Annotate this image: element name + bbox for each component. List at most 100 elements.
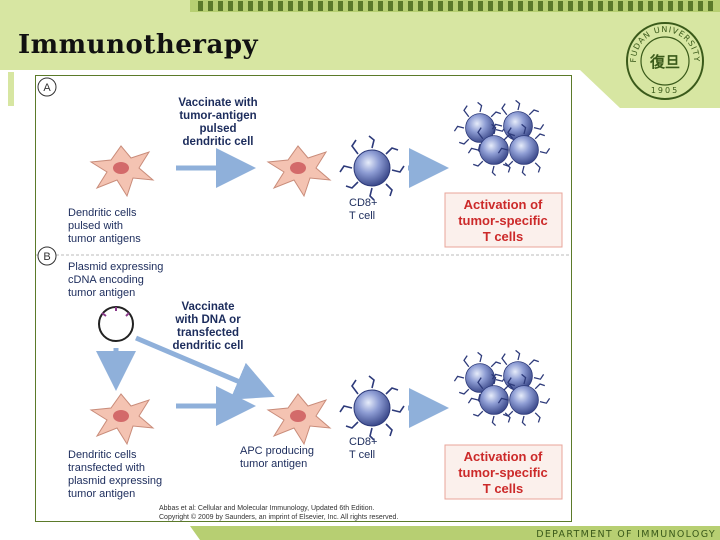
panel-a: A Vaccinate with tumor-antigen pulsed de… bbox=[37, 77, 563, 248]
panel-b-activation-text: Activation of tumor-specific T cells bbox=[458, 449, 548, 496]
banner-stripe bbox=[668, 1, 673, 11]
svg-text:cDNA encoding: cDNA encoding bbox=[68, 274, 144, 286]
banner-stripe bbox=[438, 1, 443, 11]
panel-a-cells-label: Dendritic cells pulsed with tumor antige… bbox=[68, 207, 141, 245]
banner-stripe bbox=[518, 1, 523, 11]
svg-text:Copyright © 2009 by Saunders,: Copyright © 2009 by Saunders, an imprint… bbox=[159, 513, 398, 521]
banner-stripe bbox=[368, 1, 373, 11]
t-cell-cluster-b bbox=[454, 350, 549, 425]
banner-stripe bbox=[448, 1, 453, 11]
svg-text:transfected: transfected bbox=[177, 327, 239, 339]
banner-stripe bbox=[388, 1, 393, 11]
svg-text:CD8+: CD8+ bbox=[349, 197, 377, 209]
svg-text:Abbas et al: Cellular and Mole: Abbas et al: Cellular and Molecular Immu… bbox=[159, 505, 374, 512]
banner-stripe bbox=[608, 1, 613, 11]
banner-stripe bbox=[558, 1, 563, 11]
svg-text:with DNA or: with DNA or bbox=[174, 314, 241, 326]
svg-text:tumor antigen: tumor antigen bbox=[68, 488, 135, 500]
banner-stripe bbox=[378, 1, 383, 11]
dendritic-cell-b2 bbox=[267, 393, 331, 445]
banner-stripe bbox=[588, 1, 593, 11]
svg-text:pulsed with: pulsed with bbox=[68, 220, 123, 232]
svg-text:Activation of: Activation of bbox=[464, 197, 543, 212]
panel-a-cd8-label: CD8+ T cell bbox=[349, 197, 377, 222]
panel-b-label: B bbox=[43, 251, 50, 263]
svg-text:tumor antigen: tumor antigen bbox=[240, 458, 307, 470]
banner-stripe bbox=[598, 1, 603, 11]
svg-text:pulsed: pulsed bbox=[199, 123, 236, 135]
dendritic-cell-a2 bbox=[267, 145, 331, 197]
banner-stripe bbox=[688, 1, 693, 11]
banner-stripe bbox=[708, 1, 713, 11]
svg-text:tumor-specific: tumor-specific bbox=[458, 465, 548, 480]
svg-text:Vaccinate with: Vaccinate with bbox=[178, 97, 257, 109]
logo-center-glyph: 復旦 bbox=[649, 53, 680, 71]
svg-text:transfected with: transfected with bbox=[68, 462, 145, 474]
svg-text:Dendritic cells: Dendritic cells bbox=[68, 449, 137, 461]
banner-stripe bbox=[338, 1, 343, 11]
logo-year: 1905 bbox=[651, 86, 679, 95]
banner-stripe bbox=[548, 1, 553, 11]
svg-text:Dendritic cells: Dendritic cells bbox=[68, 207, 137, 219]
activation-box-b bbox=[444, 444, 563, 500]
panel-b-cd8-label: CD8+ T cell bbox=[349, 436, 377, 461]
banner-stripe bbox=[298, 1, 303, 11]
dendritic-cell-a1 bbox=[90, 145, 154, 197]
banner-stripe bbox=[308, 1, 313, 11]
plasmid-ring bbox=[98, 306, 134, 342]
panel-b-plasmid-text: Plasmid expressing cDNA encoding tumor a… bbox=[68, 261, 163, 299]
immunotherapy-figure: A Vaccinate with tumor-antigen pulsed de… bbox=[35, 75, 572, 522]
svg-text:tumor antigens: tumor antigens bbox=[68, 233, 141, 245]
banner-stripe bbox=[408, 1, 413, 11]
svg-text:plasmid expressing: plasmid expressing bbox=[68, 475, 162, 487]
banner-stripe bbox=[638, 1, 643, 11]
banner-stripe bbox=[508, 1, 513, 11]
banner-stripe bbox=[278, 1, 283, 11]
banner-stripe bbox=[658, 1, 663, 11]
svg-text:dendritic cell: dendritic cell bbox=[183, 136, 254, 148]
svg-text:T cells: T cells bbox=[483, 481, 523, 496]
citation: Abbas et al: Cellular and Molecular Immu… bbox=[159, 505, 398, 521]
banner-stripe bbox=[458, 1, 463, 11]
banner-stripe bbox=[478, 1, 483, 11]
footer-department: DEPARTMENT OF IMMUNOLOGY bbox=[536, 529, 716, 540]
banner-stripe bbox=[248, 1, 253, 11]
banner-stripe bbox=[198, 1, 203, 11]
banner-stripes bbox=[190, 0, 720, 12]
svg-text:tumor antigen: tumor antigen bbox=[68, 287, 135, 299]
banner-stripe bbox=[698, 1, 703, 11]
dendritic-cell-b1 bbox=[90, 393, 154, 445]
banner-stripe bbox=[678, 1, 683, 11]
banner-stripe bbox=[498, 1, 503, 11]
footer-band bbox=[190, 526, 720, 540]
activation-box-a bbox=[444, 192, 563, 248]
banner-stripe bbox=[628, 1, 633, 11]
svg-text:Plasmid expressing: Plasmid expressing bbox=[68, 261, 163, 273]
svg-text:T cell: T cell bbox=[349, 210, 375, 222]
banner-stripe bbox=[578, 1, 583, 11]
banner-stripe bbox=[288, 1, 293, 11]
panel-b: B Plasmid expressing cDNA encoding tumor… bbox=[37, 246, 563, 500]
banner-stripe bbox=[488, 1, 493, 11]
banner-stripe bbox=[568, 1, 573, 11]
banner-stripe bbox=[258, 1, 263, 11]
svg-text:T cell: T cell bbox=[349, 449, 375, 461]
banner-stripe bbox=[538, 1, 543, 11]
banner-stripe bbox=[618, 1, 623, 11]
banner-stripe bbox=[468, 1, 473, 11]
fudan-university-logo: 復旦 FUDAN UNIVERSITY 1905 bbox=[626, 22, 704, 100]
svg-text:tumor-antigen: tumor-antigen bbox=[179, 110, 256, 122]
arrow-b-diagonal bbox=[135, 335, 275, 400]
banner-stripe bbox=[318, 1, 323, 11]
svg-text:APC producing: APC producing bbox=[240, 445, 314, 457]
banner-stripe bbox=[208, 1, 213, 11]
banner-stripe bbox=[358, 1, 363, 11]
cd8-t-cell-a bbox=[339, 135, 405, 201]
banner-stripe bbox=[328, 1, 333, 11]
panel-b-apc-label: APC producing tumor antigen bbox=[240, 445, 314, 470]
panel-b-cells-label: Dendritic cells transfected with plasmid… bbox=[68, 449, 162, 500]
banner-stripe bbox=[418, 1, 423, 11]
svg-text:CD8+: CD8+ bbox=[349, 436, 377, 448]
svg-text:Activation of: Activation of bbox=[464, 449, 543, 464]
panel-a-vaccinate-text: Vaccinate with tumor-antigen pulsed dend… bbox=[178, 97, 257, 148]
